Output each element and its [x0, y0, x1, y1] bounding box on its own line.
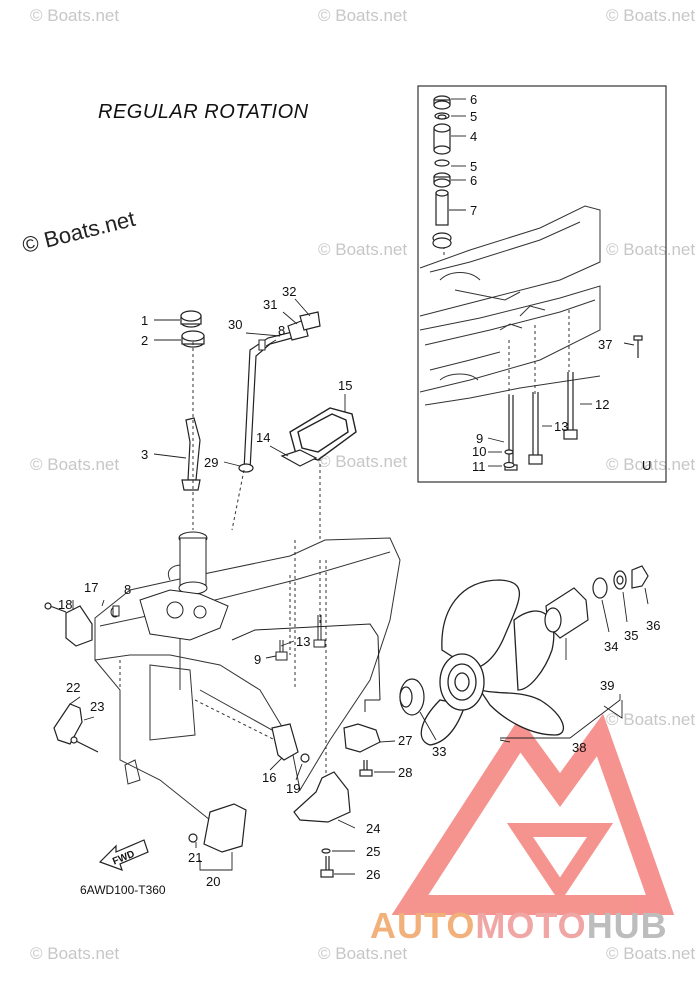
callout-number: 8 [278, 323, 285, 338]
inset-housing [419, 205, 601, 406]
watermark: © Boats.net [606, 710, 696, 729]
callout-number: 2 [141, 333, 148, 348]
callout-number: 18 [58, 597, 72, 612]
callout-number: 7 [470, 203, 477, 218]
prop-hardware [544, 335, 649, 639]
callout-number: 28 [398, 765, 412, 780]
leader-lines [69, 98, 649, 875]
callout-number: 6 [470, 173, 477, 188]
logo-mark [391, 713, 675, 915]
watermark: © Boats.net [318, 944, 408, 963]
thrust-washer [399, 678, 425, 716]
watermark: © Boats.net [606, 455, 696, 474]
propeller [420, 579, 564, 746]
callout-number: 4 [470, 129, 477, 144]
callout-number: 23 [90, 699, 104, 714]
callout-number: 24 [366, 821, 380, 836]
watermark: © Boats.net [606, 240, 696, 259]
callout-number: 9 [476, 431, 483, 446]
logo-part-auto: AUTO [370, 905, 476, 946]
left-small-parts [44, 602, 310, 853]
callout-number: 26 [366, 867, 380, 882]
callout-number: 33 [432, 744, 446, 759]
watermark: © Boats.net [30, 455, 120, 474]
watermark: © Boats.net [606, 6, 696, 25]
trim-tab [293, 723, 381, 878]
fwd-arrow [98, 839, 149, 871]
callout-number: 29 [204, 455, 218, 470]
callout-number: 39 [600, 678, 614, 693]
inset-bearing-stack [432, 95, 578, 471]
inset-marker: U [642, 458, 651, 473]
callout-number: 5 [470, 109, 477, 124]
callout-number: 11 [472, 459, 486, 474]
callout-number: 6 [470, 92, 477, 107]
diagram-code: 6AWD100-T360 [80, 883, 166, 897]
callout-number: 15 [338, 378, 352, 393]
callouts: 6 5 4 5 6 7 12 13 9 10 11 32 31 30 15 14… [58, 92, 660, 889]
callout-number: 37 [598, 337, 612, 352]
watermark: © Boats.net [318, 452, 408, 471]
callout-number: 34 [604, 639, 618, 654]
callout-number: 5 [470, 159, 477, 174]
callout-number: 22 [66, 680, 80, 695]
diagram-title: REGULAR ROTATION [98, 101, 309, 123]
callout-number: 27 [398, 733, 412, 748]
callout-number: 10 [472, 444, 486, 459]
lower-casing [94, 537, 401, 821]
watermark: © Boats.net [606, 944, 696, 963]
callout-number: 19 [286, 781, 300, 796]
callout-number: 16 [262, 770, 276, 785]
callout-number: 31 [263, 297, 277, 312]
callout-number: 32 [282, 284, 296, 299]
logo-text: AUTOMOTOHUB [370, 905, 668, 947]
callout-number: 8 [124, 582, 131, 597]
callout-number: 36 [646, 618, 660, 633]
callout-number: 20 [206, 874, 220, 889]
callout-number: 17 [84, 580, 98, 595]
logo-part-moto: MOTO [475, 905, 587, 946]
inset-frame [417, 85, 667, 483]
callout-number: 1 [141, 313, 148, 328]
callout-number: 12 [595, 397, 609, 412]
watermark: © Boats.net [30, 944, 120, 963]
callout-number: 3 [141, 447, 148, 462]
callout-number: 30 [228, 317, 242, 332]
callout-number: 25 [366, 844, 380, 859]
watermark: © Boats.net [318, 240, 408, 259]
logo-part-hub: HUB [586, 905, 668, 946]
callout-number: 13 [296, 634, 310, 649]
watermark: © Boats.net [318, 6, 408, 25]
callout-number: 21 [188, 850, 202, 865]
callout-number: 35 [624, 628, 638, 643]
watermark: © Boats.net [30, 6, 120, 25]
callout-number: 9 [254, 652, 261, 667]
callout-number: 38 [572, 740, 586, 755]
callout-number: 14 [256, 430, 270, 445]
callout-number: 13 [554, 419, 568, 434]
